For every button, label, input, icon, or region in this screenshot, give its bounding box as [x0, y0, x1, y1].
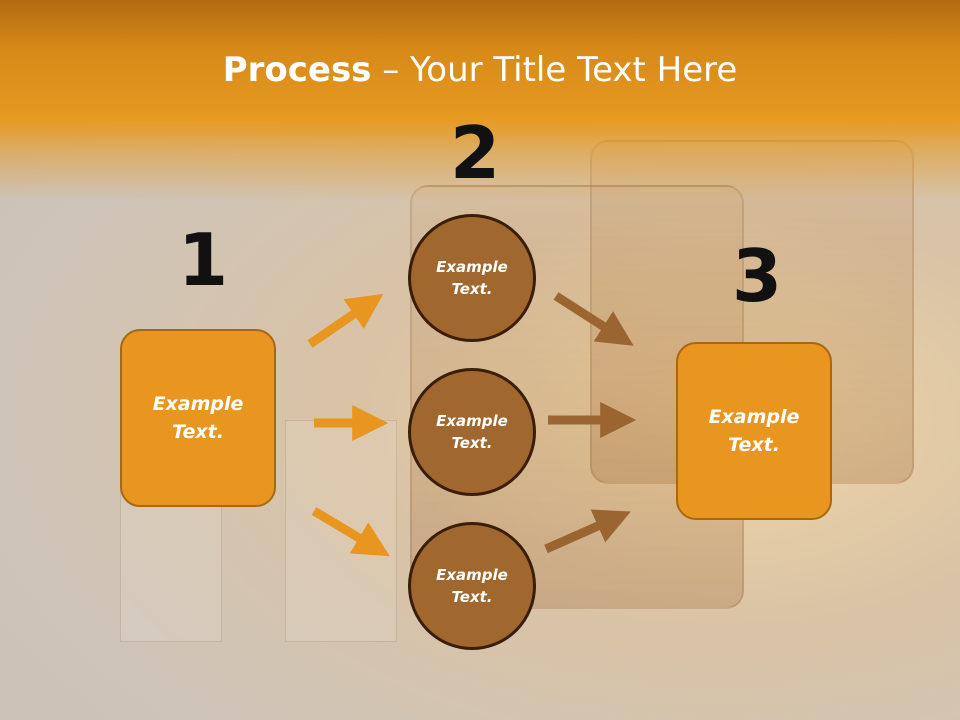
- arrow-top-to-right: [553, 292, 634, 346]
- title-rest: – Your Title Text Here: [371, 50, 738, 90]
- slide-title: Process – Your Title Text Here: [0, 50, 960, 90]
- circle-bot-line2: Text.: [451, 588, 493, 606]
- step-number-2: 2: [450, 111, 501, 195]
- step-2-circle-middle: Example Text.: [408, 368, 536, 496]
- step-1-line2: Text.: [172, 421, 224, 443]
- circle-top-line2: Text.: [451, 280, 493, 298]
- step-number-3: 3: [732, 234, 783, 318]
- circle-mid-line1: Example: [436, 411, 508, 430]
- step-number-1: 1: [178, 218, 229, 302]
- circle-bot-line1: Example: [436, 565, 508, 584]
- step-1-box: Example Text.: [120, 329, 276, 507]
- circle-mid-line2: Text.: [451, 434, 493, 452]
- step-1-line1: Example: [152, 392, 244, 415]
- title-bold: Process: [222, 50, 372, 90]
- step-3-line2: Text.: [728, 434, 780, 456]
- arrow-left-to-top: [307, 293, 384, 348]
- arrow-left-to-bot: [311, 507, 390, 557]
- step-3-line1: Example: [708, 405, 800, 428]
- arrow-bot-to-right: [544, 509, 631, 554]
- background-ice-cube: [120, 490, 222, 642]
- step-2-circle-top: Example Text.: [408, 214, 536, 342]
- step-3-box: Example Text.: [676, 342, 832, 520]
- circle-top-line1: Example: [436, 257, 508, 276]
- title-band: [0, 0, 960, 200]
- step-2-circle-bottom: Example Text.: [408, 522, 536, 650]
